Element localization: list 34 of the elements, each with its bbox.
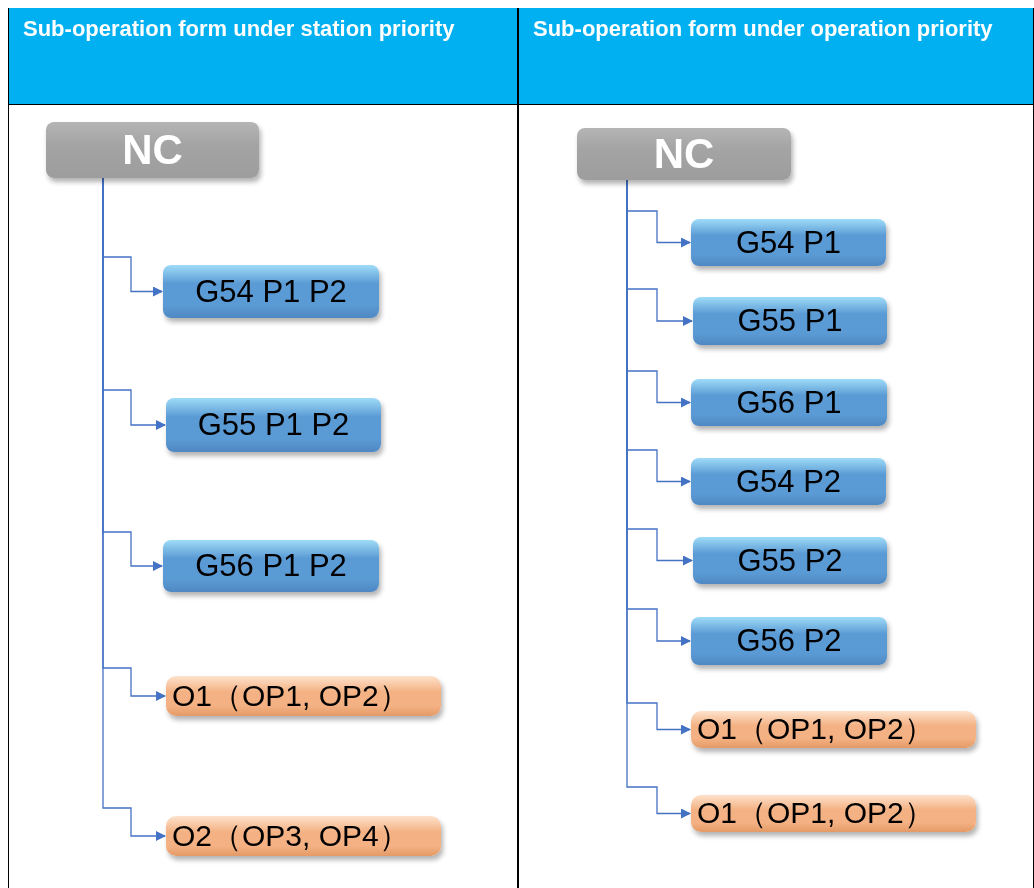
child-node-box bbox=[693, 537, 887, 584]
node-label: O1（OP1, OP2） bbox=[172, 677, 409, 714]
node-label: G54 P1 P2 bbox=[195, 273, 347, 310]
child-node-box bbox=[163, 540, 379, 592]
child-node-box bbox=[691, 795, 976, 832]
node-label: G55 P1 bbox=[737, 303, 843, 339]
node-label: NC bbox=[122, 126, 183, 174]
child-node-box bbox=[691, 379, 887, 426]
node-label: G56 P1 P2 bbox=[195, 548, 347, 584]
node-label: G56 P2 bbox=[736, 623, 842, 659]
child-node-box bbox=[166, 398, 381, 452]
root-node-box bbox=[46, 122, 259, 178]
child-node-box bbox=[691, 458, 886, 505]
table-column bbox=[8, 8, 518, 888]
root-node-box bbox=[577, 128, 791, 180]
node-label: G54 P1 bbox=[735, 224, 842, 261]
node-label: NC bbox=[653, 130, 715, 178]
child-node-box bbox=[691, 219, 886, 266]
child-node-box bbox=[166, 676, 441, 716]
node-label: G55 P2 bbox=[737, 542, 843, 579]
node-label: G56 P1 bbox=[736, 384, 842, 421]
child-node-box bbox=[691, 617, 887, 665]
child-node-box bbox=[691, 711, 976, 748]
column-header: Sub-operation form under operation priority bbox=[519, 8, 1033, 105]
node-label: O2（OP3, OP4） bbox=[172, 817, 409, 854]
child-node-box bbox=[693, 297, 887, 345]
child-node-box bbox=[163, 265, 379, 318]
node-label: G55 P1 P2 bbox=[197, 407, 350, 443]
node-label: O1（OP1, OP2） bbox=[697, 711, 934, 747]
column-header: Sub-operation form under station priority bbox=[9, 8, 517, 105]
node-label: O1（OP1, OP2） bbox=[697, 795, 934, 831]
table-column bbox=[518, 8, 1034, 888]
child-node-box bbox=[166, 816, 441, 856]
node-label: G54 P2 bbox=[735, 463, 842, 500]
